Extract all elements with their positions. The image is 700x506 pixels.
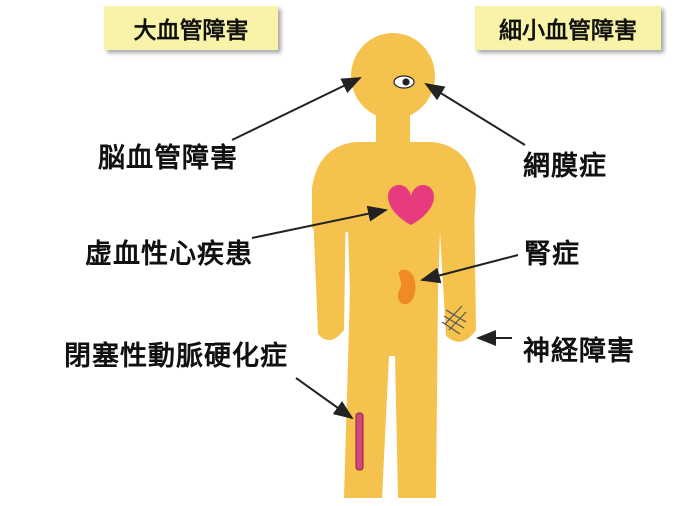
label-retinopathy: 網膜症 — [523, 151, 607, 182]
label-cerebrovascular: 脳血管障害 — [98, 143, 238, 174]
head — [351, 33, 435, 119]
label-neuropathy: 神経障害 — [523, 336, 635, 367]
arrows — [231, 77, 526, 420]
left-arm — [312, 188, 346, 341]
label-nephropathy: 腎症 — [524, 239, 580, 270]
eye — [393, 75, 415, 89]
right-arm — [438, 188, 476, 342]
arrow-ischemic-heart — [251, 205, 388, 239]
neck — [376, 112, 410, 146]
leg-vessel — [355, 412, 364, 471]
heart — [388, 185, 434, 225]
label-pad: 閉塞性動脈硬化症 — [64, 341, 288, 372]
microvascular-header: 細小血管障害 — [475, 6, 661, 50]
macrovascular-header: 大血管障害 — [104, 6, 278, 50]
arrow-retinopathy — [424, 82, 526, 146]
kidney — [398, 269, 416, 305]
label-ischemic-heart: 虚血性心疾患 — [85, 239, 253, 270]
human-figure — [312, 33, 476, 498]
arrow-cerebrovascular — [231, 77, 362, 141]
arrow-nephropathy — [420, 254, 519, 284]
nerve-marks — [441, 305, 467, 335]
arrow-pad — [295, 377, 354, 420]
